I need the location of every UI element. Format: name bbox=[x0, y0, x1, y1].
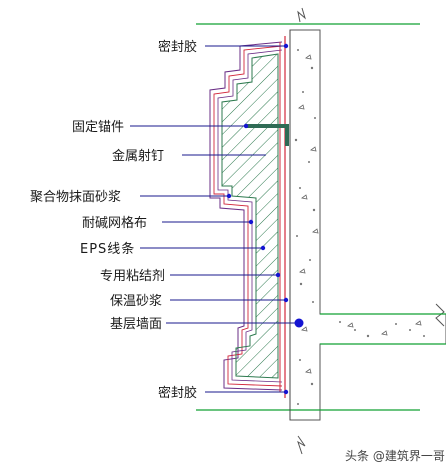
label-sealant-bottom: 密封胶 bbox=[158, 385, 197, 401]
base-wall bbox=[289, 7, 446, 455]
mesh-outline bbox=[213, 45, 283, 387]
polymer-mortar-outline bbox=[209, 41, 283, 391]
label-base-wall: 基层墙面 bbox=[110, 317, 162, 332]
eps-line-body bbox=[221, 53, 279, 379]
label-insulation-mortar: 保温砂浆 bbox=[110, 294, 162, 309]
label-sealant-top: 密封胶 bbox=[158, 39, 197, 55]
label-eps: EPS线条 bbox=[80, 241, 135, 257]
label-mesh: 耐碱网格布 bbox=[82, 215, 147, 231]
ground-lines bbox=[196, 23, 446, 411]
label-adhesive: 专用粘结剂 bbox=[100, 269, 165, 284]
leader-dots bbox=[226, 43, 304, 395]
leader-lines bbox=[130, 45, 299, 393]
label-polymer-mortar: 聚合物抹面砂浆 bbox=[30, 190, 121, 205]
watermark: 头条 @建筑界一哥 bbox=[345, 448, 445, 463]
label-anchor: 固定锚件 bbox=[72, 120, 124, 135]
label-nail: 金属射钉 bbox=[112, 148, 164, 164]
anchor-fixing bbox=[245, 124, 289, 146]
